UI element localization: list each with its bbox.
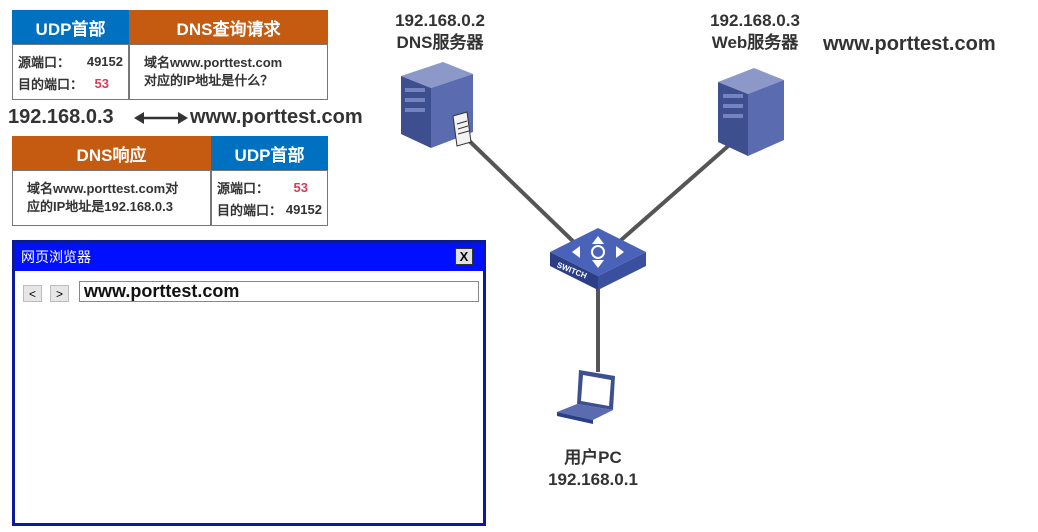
forward-button[interactable]: >	[50, 285, 69, 302]
link-dns-switch	[456, 128, 582, 250]
query-text-line1: 域名www.porttest.com	[144, 55, 283, 70]
mapping-ip: 192.168.0.3	[8, 106, 114, 128]
query-src-port-label: 源端口：	[18, 54, 71, 70]
close-button[interactable]: X	[455, 248, 473, 265]
user-pc-name: 用户PC	[564, 448, 622, 467]
back-button[interactable]: <	[23, 285, 42, 302]
response-dst-port-value: 49152	[285, 201, 322, 217]
address-bar[interactable]: www.porttest.com	[79, 281, 479, 302]
web-server-label: 192.168.0.3 Web服务器	[685, 10, 825, 54]
user-pc-ip: 192.168.0.1	[548, 470, 638, 489]
query-dns-header-title: DNS查询请求	[129, 10, 328, 44]
response-src-port-value: 53	[293, 179, 308, 195]
web-server-domain: www.porttest.com	[823, 33, 996, 55]
query-dns-body: 域名www.porttest.com 对应的IP地址是什么？	[129, 44, 328, 100]
link-web-switch	[610, 138, 737, 250]
dns-server-ip: 192.168.0.2	[395, 11, 485, 30]
switch-icon	[550, 228, 646, 290]
dns-server-label: 192.168.0.2 DNS服务器	[370, 10, 510, 54]
query-text-line2: 对应的IP地址是什么？	[144, 73, 274, 88]
query-src-port-value: 49152	[86, 53, 123, 69]
query-dst-port-value: 53	[94, 75, 109, 91]
dns-query-packet: UDP首部 DNS查询请求 源端口： 49152 目的端口： 53 域名www.po…	[12, 10, 328, 100]
query-udp-header-title: UDP首部	[12, 10, 129, 44]
web-server-name: Web服务器	[711, 33, 799, 52]
response-dns-body: 域名www.porttest.com对 应的IP地址是192.168.0.3	[12, 170, 211, 226]
browser-titlebar: 网页浏览器 X	[15, 243, 483, 271]
double-arrow-icon	[134, 112, 188, 124]
response-src-port-label: 源端口：	[217, 180, 270, 196]
user-pc-label: 用户PC 192.168.0.1	[523, 447, 663, 491]
response-dns-header-title: DNS响应	[12, 136, 211, 170]
response-dst-port-label: 目的端口：	[217, 202, 283, 218]
dns-response-packet: DNS响应 UDP首部 域名www.porttest.com对 应的IP地址是1…	[12, 136, 328, 226]
mapping-domain: www.porttest.com	[190, 106, 363, 128]
dns-server-icon	[401, 62, 473, 148]
response-udp-header-title: UDP首部	[211, 136, 328, 170]
web-server-ip: 192.168.0.3	[710, 11, 800, 30]
query-dst-port-label: 目的端口：	[18, 76, 84, 92]
query-udp-ports: 源端口： 49152 目的端口： 53	[12, 44, 129, 100]
dns-server-name: DNS服务器	[396, 33, 484, 52]
response-text-line2: 应的IP地址是192.168.0.3	[27, 199, 173, 214]
web-server-icon	[718, 68, 784, 156]
response-udp-ports: 源端口： 53 目的端口：49152	[211, 170, 328, 226]
browser-window: 网页浏览器 X < > www.porttest.com	[12, 240, 486, 526]
browser-title: 网页浏览器	[21, 249, 91, 265]
response-text-line1: 域名www.porttest.com对	[27, 181, 179, 196]
laptop-icon	[557, 370, 615, 424]
